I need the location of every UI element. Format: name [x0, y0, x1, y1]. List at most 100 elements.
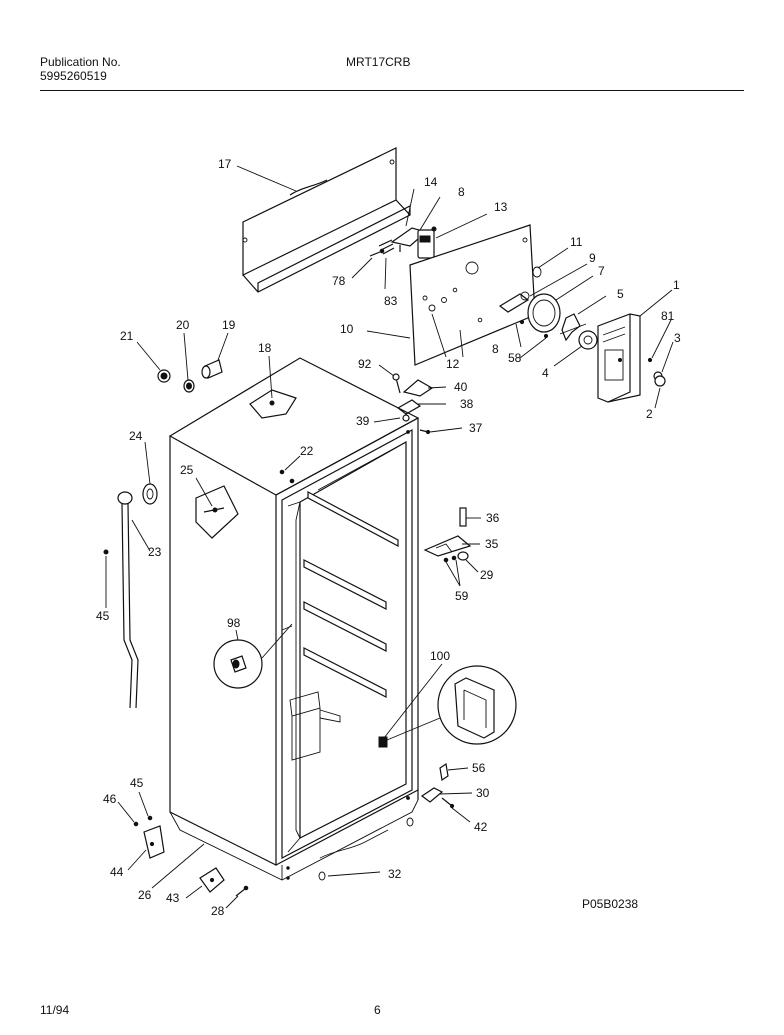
cabinet — [168, 357, 420, 881]
callout-2: 2 — [646, 407, 653, 421]
callout-100: 100 — [430, 649, 450, 663]
callout-12: 12 — [446, 357, 460, 371]
callout-22: 22 — [300, 444, 314, 458]
callout-39: 39 — [356, 414, 370, 428]
callout-7: 7 — [598, 264, 605, 278]
callout-29: 29 — [480, 568, 494, 582]
part-39-shim — [402, 414, 410, 422]
part-56-pin — [439, 762, 449, 782]
part-45-screw-lower — [147, 815, 153, 821]
part-30-leveler — [420, 787, 444, 803]
part-38-hinge — [396, 399, 422, 415]
callout-11: 11 — [570, 235, 583, 249]
leader-lines — [105, 165, 674, 909]
model-number: MRT17CRB — [346, 55, 411, 69]
part-32-caps — [318, 817, 414, 881]
callout-26: 26 — [138, 888, 152, 902]
part-23-door-stop-rod — [117, 491, 139, 709]
part-11-grommet — [532, 266, 542, 278]
part-17-top-trim — [242, 147, 411, 293]
part-35-bottom-hinge — [423, 535, 472, 557]
callout-56: 56 — [472, 761, 486, 775]
part-18-hinge-cover — [249, 389, 297, 419]
callout-25: 25 — [180, 463, 194, 477]
part-21-nut — [157, 369, 171, 383]
callout-labels: 17 14 8 13 78 83 10 12 11 9 7 5 1 81 3 2… — [96, 157, 681, 918]
callout-46: 46 — [103, 792, 117, 806]
callout-5: 5 — [617, 287, 624, 301]
part-83-clip — [378, 239, 395, 255]
callout-18: 18 — [258, 341, 272, 355]
callout-8-top: 8 — [458, 185, 465, 199]
callout-9: 9 — [589, 251, 596, 265]
callout-14: 14 — [424, 175, 438, 189]
callout-81: 81 — [661, 309, 675, 323]
callout-1: 1 — [673, 278, 680, 292]
callout-59: 59 — [455, 589, 469, 603]
callout-43: 43 — [166, 891, 180, 905]
callout-13: 13 — [494, 200, 508, 214]
drawing-code: P05B0238 — [582, 897, 638, 911]
publication-label: Publication No. — [40, 55, 121, 69]
part-42-screw — [441, 797, 455, 809]
callout-98: 98 — [227, 616, 241, 630]
part-98-detail — [213, 623, 293, 689]
part-44-leveling-leg — [143, 825, 165, 859]
callout-3: 3 — [674, 331, 681, 345]
part-2-bulb — [654, 375, 666, 387]
part-1-control-housing — [597, 313, 641, 403]
callout-42: 42 — [474, 820, 488, 834]
part-43-hinge-plate — [199, 867, 225, 893]
part-45-screw-upper — [103, 549, 109, 555]
callout-58: 58 — [508, 351, 522, 365]
callout-23: 23 — [148, 545, 162, 559]
part-40-hinge-cover — [402, 379, 434, 397]
callout-20: 20 — [176, 318, 190, 332]
callout-36: 36 — [486, 511, 500, 525]
part-29-bushing — [457, 551, 469, 561]
callout-24: 24 — [129, 429, 143, 443]
part-46-screw — [133, 821, 139, 827]
page-number: 6 — [374, 1003, 381, 1017]
part-24-bushing — [142, 483, 158, 505]
callout-21: 21 — [120, 329, 134, 343]
part-25-hinge-bracket — [195, 485, 239, 539]
callout-19: 19 — [222, 318, 236, 332]
callout-8-lower: 8 — [492, 342, 499, 356]
callout-78: 78 — [332, 274, 346, 288]
callout-38: 38 — [460, 397, 474, 411]
part-19-plug — [201, 359, 223, 379]
header-rule — [40, 90, 744, 91]
footer-date: 11/94 — [40, 1003, 69, 1017]
callout-4: 4 — [542, 366, 549, 380]
part-8-screw — [519, 319, 525, 325]
part-5-fan-blade — [559, 313, 587, 342]
part-36-pin — [459, 507, 467, 527]
part-13-thermostat — [417, 226, 437, 259]
part-59-screws — [443, 555, 457, 563]
callout-28: 28 — [211, 904, 225, 918]
part-100-detail — [378, 665, 517, 748]
part-20-washer — [183, 379, 195, 393]
callout-45-upper: 45 — [96, 609, 110, 623]
callout-92: 92 — [358, 357, 372, 371]
part-28-screw — [235, 885, 249, 897]
part-9-fan-motor — [498, 291, 530, 313]
callout-17: 17 — [218, 157, 232, 171]
callout-45-lower: 45 — [130, 776, 144, 790]
part-58-washer — [543, 333, 549, 339]
callout-83: 83 — [384, 294, 398, 308]
callout-30: 30 — [476, 786, 490, 800]
callout-40: 40 — [454, 380, 468, 394]
part-81-screw — [647, 357, 653, 363]
part-7-fan-shroud — [527, 293, 561, 333]
callout-44: 44 — [110, 865, 124, 879]
part-4-motor — [578, 330, 598, 350]
callout-35: 35 — [485, 537, 499, 551]
publication-number: 5995260519 — [40, 69, 107, 83]
callout-37: 37 — [469, 421, 483, 435]
callout-10: 10 — [340, 322, 354, 336]
part-37-screw — [419, 429, 431, 435]
callout-32: 32 — [388, 867, 402, 881]
